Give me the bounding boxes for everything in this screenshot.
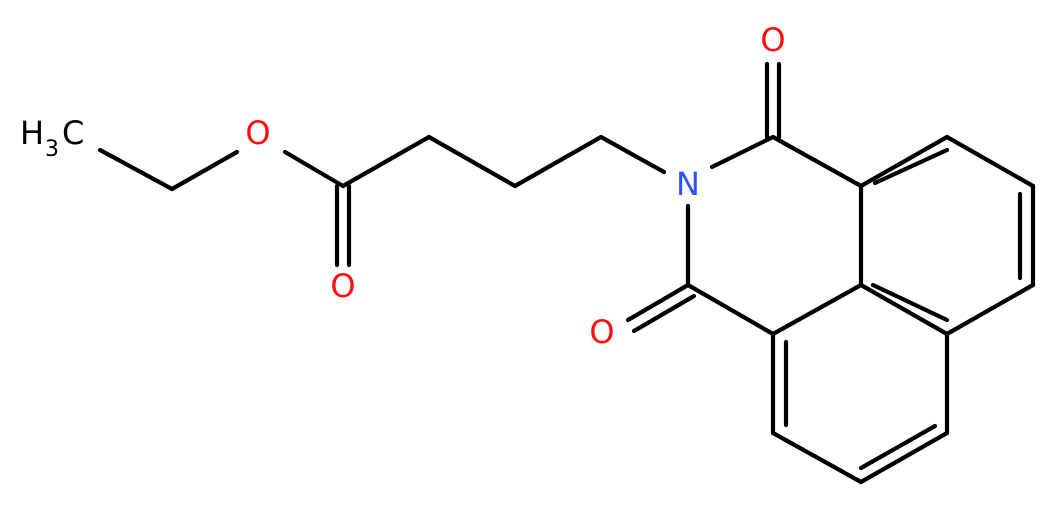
bond-chain-2 — [426, 134, 518, 189]
bond-oester-ccarbonyl — [282, 149, 346, 189]
bond-c3-c9a — [685, 282, 776, 337]
bond-n-c1 — [709, 134, 776, 170]
bond-ring-9 — [770, 430, 864, 485]
atom-label-n: N — [676, 165, 700, 203]
bond-chain-3 — [512, 134, 604, 189]
atom-label-o-bottom: O — [589, 313, 614, 351]
bond-ch2-oester — [169, 149, 240, 192]
bond-lower-carbonyl-b — [631, 293, 697, 334]
bond-lower-carbonyl-a — [625, 282, 691, 323]
atom-label-o-top: O — [760, 21, 785, 59]
bond-ring-4 — [944, 282, 1036, 337]
bond-ch3-ch2 — [97, 147, 175, 192]
bond-ring-5 — [858, 282, 950, 337]
bond-ring-10-inner — [858, 423, 938, 471]
atom-label-methyl-h: H — [20, 114, 44, 152]
atom-label-methyl-subscript: 3 — [45, 137, 59, 162]
bond-ring-1-inner — [872, 147, 950, 186]
bond-ring-1 — [858, 134, 950, 189]
bond-ring-5-inner — [870, 282, 950, 323]
bond-c1-c8a — [770, 134, 864, 189]
bond-chain-n — [598, 134, 667, 175]
atom-label-o-ester-carbonyl: O — [330, 267, 355, 305]
bond-ring-7 — [770, 282, 864, 337]
bond-ring-10 — [858, 430, 950, 485]
atom-label-o-ester: O — [245, 114, 270, 152]
bond-chain-1 — [340, 134, 432, 189]
atom-label-methyl-c: C — [62, 114, 84, 152]
bond-ring-2 — [944, 134, 1036, 189]
